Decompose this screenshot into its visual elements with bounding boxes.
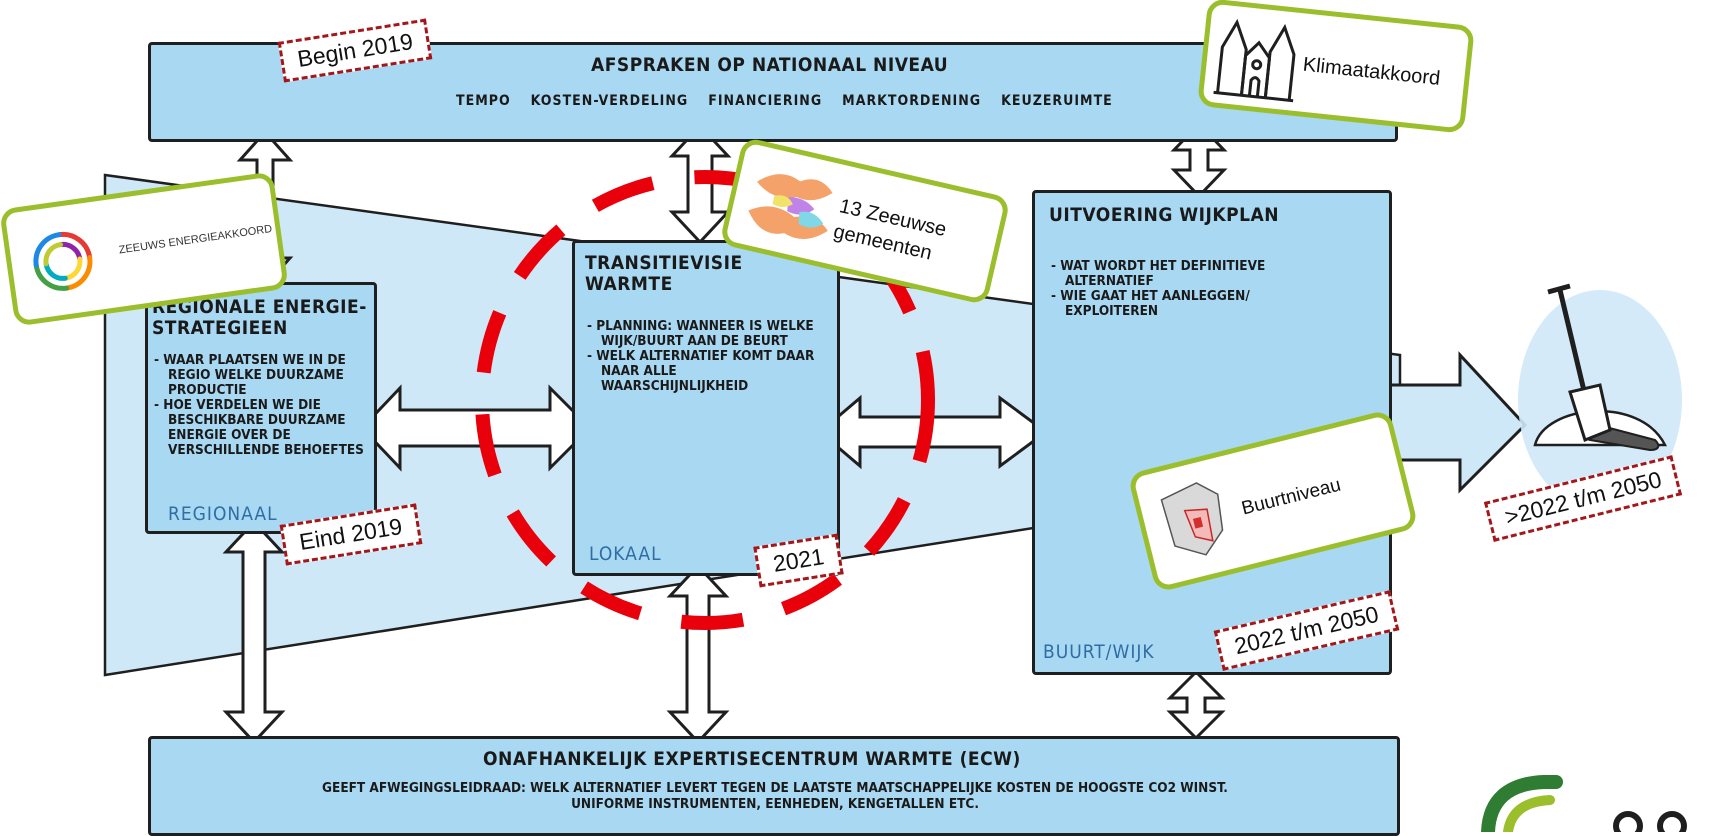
shovel-icon bbox=[1518, 283, 1682, 510]
neighbourhood-point: WAT WORDT HET DEFINITIEVE ALTERNATIEF bbox=[1051, 259, 1321, 289]
regional-point: WAAR PLAATSEN WE IN DE REGIO WELKE DUURZ… bbox=[154, 353, 374, 398]
regional-title: REGIONALE ENERGIE-STRATEGIEEN bbox=[152, 296, 367, 339]
local-level: LOKAAL bbox=[589, 543, 662, 565]
neighbourhood-level: BUURT/WIJK bbox=[1043, 641, 1155, 663]
local-point: WELK ALTERNATIEF KOMT DAAR NAAR ALLE WAA… bbox=[587, 349, 827, 394]
ecw-line1: GEEFT AFWEGINGSLEIDRAAD: WELK ALTERNATIE… bbox=[322, 780, 1228, 796]
zeeuws-energieakkoord-label: ZEEUWS ENERGIEAKKOORD bbox=[118, 223, 273, 257]
local-point: PLANNING: WANNEER IS WELKE WIJK/BUURT AA… bbox=[587, 319, 827, 349]
topic-marktordening: MARKTORDENING bbox=[842, 93, 982, 109]
neighbourhood-panel: UITVOERING WIJKPLAN WAT WORDT HET DEFINI… bbox=[1032, 190, 1392, 675]
building-icon bbox=[1213, 18, 1296, 103]
neighbourhood-title: UITVOERING WIJKPLAN bbox=[1049, 204, 1280, 226]
local-panel: TRANSITIEVISIE WARMTE PLANNING: WANNEER … bbox=[572, 240, 840, 576]
ecw-title: ONAFHANKELIJK EXPERTISECENTRUM WARMTE (E… bbox=[483, 748, 1021, 770]
zeeuwse-gemeenten-card: 13 Zeeuwse gemeenten bbox=[719, 136, 1011, 306]
klimaatakkoord-card: Klimaatakkoord bbox=[1197, 0, 1475, 134]
regional-panel: REGIONALE ENERGIE-STRATEGIEEN WAAR PLAAT… bbox=[145, 282, 377, 534]
neighbourhood-map-icon bbox=[1160, 482, 1224, 556]
zeeuws-logo-icon bbox=[33, 231, 93, 291]
neighbourhood-points: WAT WORDT HET DEFINITIEVE ALTERNATIEF WI… bbox=[1051, 259, 1321, 319]
ecw-panel: ONAFHANKELIJK EXPERTISECENTRUM WARMTE (E… bbox=[148, 736, 1400, 836]
local-title: TRANSITIEVISIE WARMTE bbox=[585, 252, 743, 295]
national-title: AFSPRAKEN OP NATIONAAL NIVEAU bbox=[591, 54, 949, 76]
zeeuws-energieakkoord-card: ZEEUWS ENERGIEAKKOORD bbox=[0, 171, 289, 327]
topic-kosten-verdeling: KOSTEN-VERDELING bbox=[530, 93, 689, 109]
regional-points: WAAR PLAATSEN WE IN DE REGIO WELKE DUURZ… bbox=[154, 353, 374, 458]
local-points: PLANNING: WANNEER IS WELKE WIJK/BUURT AA… bbox=[587, 319, 827, 394]
corner-logo-icon bbox=[1481, 775, 1687, 832]
buurtniveau-card: Buurtniveau bbox=[1127, 409, 1419, 593]
klimaatakkoord-label: Klimaatakkoord bbox=[1301, 53, 1442, 90]
regional-point: HOE VERDELEN WE DIE BESCHIKBARE DUURZAME… bbox=[154, 398, 374, 458]
topic-tempo: TEMPO bbox=[456, 93, 511, 109]
buurtniveau-label: Buurtniveau bbox=[1239, 474, 1344, 520]
neighbourhood-point: WIE GAAT HET AANLEGGEN/ EXPLOITEREN bbox=[1051, 289, 1321, 319]
ecw-line2: UNIFORME INSTRUMENTEN, EENHEDEN, KENGETA… bbox=[571, 796, 979, 812]
zeeland-map-icon bbox=[748, 174, 833, 239]
zeeuwse-gemeenten-label: 13 Zeeuwse gemeenten bbox=[831, 195, 949, 265]
regional-level: REGIONAAL bbox=[168, 503, 278, 525]
topic-keuzeruimte: KEUZERUIMTE bbox=[1001, 93, 1113, 109]
topic-financiering: FINANCIERING bbox=[708, 93, 823, 109]
national-topics: TEMPO KOSTEN-VERDELING FINANCIERING MARK… bbox=[456, 93, 1113, 109]
